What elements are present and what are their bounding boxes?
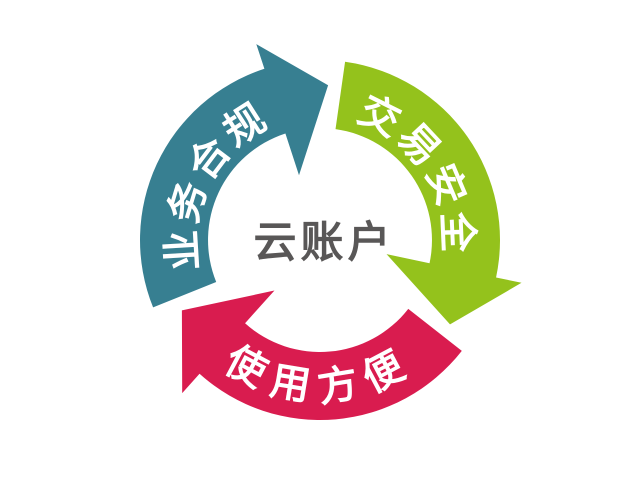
center-label: 云账户 bbox=[254, 219, 395, 267]
